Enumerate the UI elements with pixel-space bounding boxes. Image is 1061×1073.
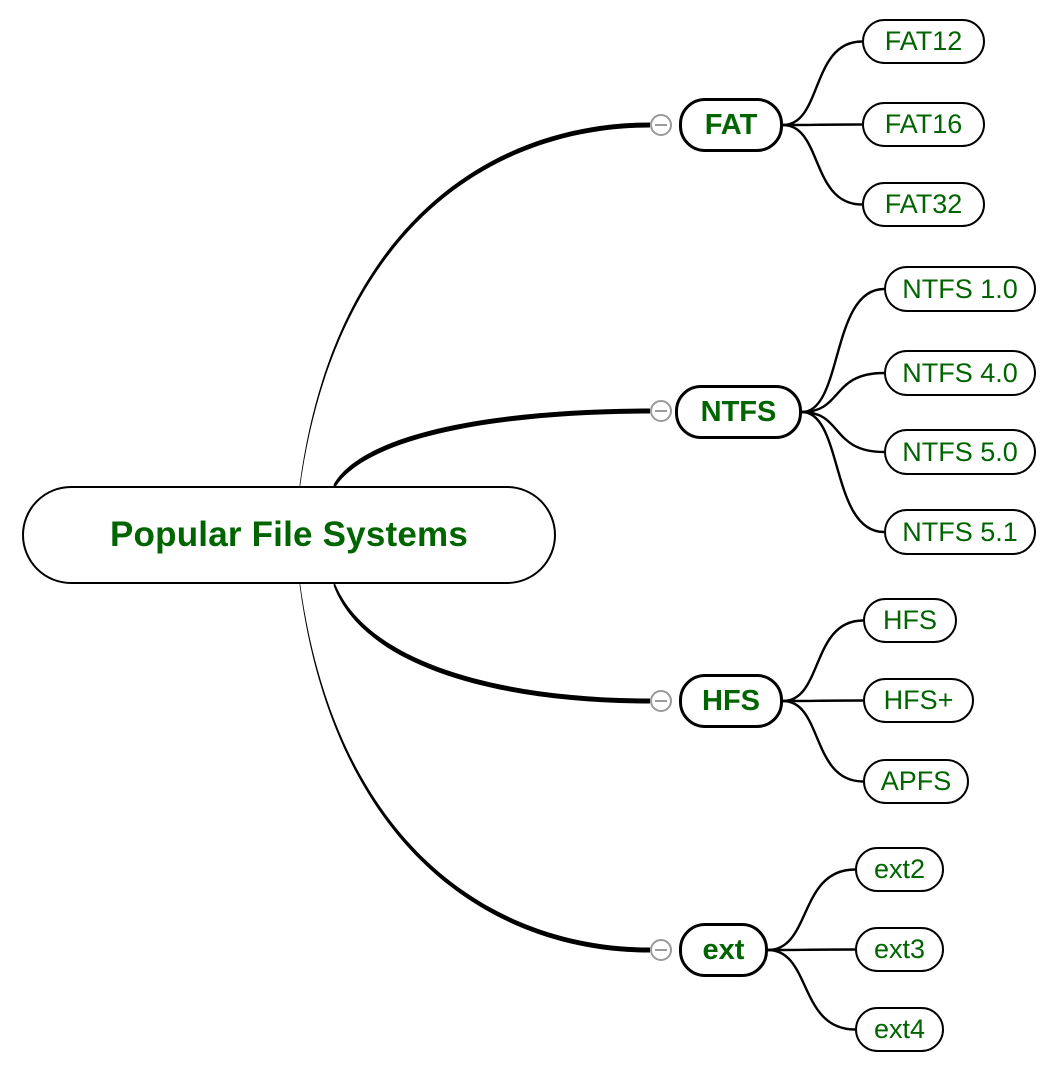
leaf-node-label: ext4	[873, 1014, 926, 1044]
root-node-label: Popular File Systems	[109, 515, 469, 554]
leaf-edge	[782, 123, 863, 127]
branch-node-label: HFS	[702, 684, 760, 717]
leaf-node-label: ext3	[873, 934, 926, 964]
main-branch-edge	[333, 580, 650, 704]
leaf-node[interactable]: HFS+	[863, 678, 974, 723]
leaf-edge	[767, 948, 856, 1031]
leaf-node[interactable]: NTFS 5.1	[884, 509, 1036, 555]
branch-node-ntfs[interactable]: NTFS	[675, 385, 802, 439]
leaf-node-label: FAT12	[884, 26, 963, 56]
leaf-node[interactable]: APFS	[863, 759, 969, 804]
main-branch-edge	[299, 580, 650, 953]
leaf-node-label: NTFS 1.0	[902, 273, 1018, 304]
leaf-node-label: NTFS 5.1	[902, 516, 1018, 547]
leaf-node-label: HFS+	[883, 685, 954, 715]
leaf-node[interactable]: NTFS 4.0	[884, 350, 1036, 396]
main-branch-edge	[333, 408, 650, 490]
leaf-node-label: APFS	[880, 766, 952, 796]
leaf-node[interactable]: ext2	[855, 847, 944, 892]
leaf-node[interactable]: NTFS 1.0	[884, 266, 1036, 312]
branch-node-ext[interactable]: ext	[679, 923, 768, 977]
leaf-node[interactable]: FAT32	[862, 182, 985, 227]
leaf-node[interactable]: FAT16	[862, 102, 985, 147]
leaf-node[interactable]: ext4	[855, 1007, 944, 1052]
leaf-node-label: NTFS 4.0	[902, 357, 1018, 388]
leaf-edge	[782, 40, 863, 127]
leaf-edge	[801, 371, 885, 414]
collapse-toggle-ntfs[interactable]	[650, 400, 672, 422]
branch-node-label: ext	[702, 933, 745, 966]
leaf-node[interactable]: FAT12	[862, 19, 985, 64]
collapse-toggle-hfs[interactable]	[650, 690, 672, 712]
leaf-edge	[767, 868, 856, 952]
leaf-edge	[767, 948, 856, 952]
leaf-edge	[801, 410, 885, 454]
collapse-toggle-ext[interactable]	[650, 939, 672, 961]
leaf-node-label: HFS	[883, 605, 937, 635]
branch-node-label: FAT	[704, 108, 758, 141]
leaf-node[interactable]: ext3	[855, 927, 944, 972]
leaf-edge	[782, 699, 864, 783]
root-node[interactable]: Popular File Systems	[22, 486, 556, 584]
leaf-edge	[782, 619, 864, 703]
leaf-node[interactable]: HFS	[863, 598, 957, 643]
leaf-node-label: FAT16	[884, 109, 963, 139]
leaf-node-label: NTFS 5.0	[902, 436, 1018, 467]
branch-node-fat[interactable]: FAT	[679, 98, 783, 152]
collapse-toggle-fat[interactable]	[650, 114, 672, 136]
leaf-node[interactable]: NTFS 5.0	[884, 429, 1036, 475]
branch-node-hfs[interactable]: HFS	[679, 674, 783, 728]
leaf-node-label: FAT32	[884, 189, 963, 219]
leaf-edge	[801, 287, 885, 414]
main-branch-edge	[299, 122, 650, 490]
branch-node-label: NTFS	[700, 395, 777, 428]
leaf-edge	[801, 410, 885, 534]
leaf-edge	[782, 699, 864, 703]
leaf-edge	[782, 123, 863, 206]
leaf-node-label: ext2	[873, 854, 926, 884]
